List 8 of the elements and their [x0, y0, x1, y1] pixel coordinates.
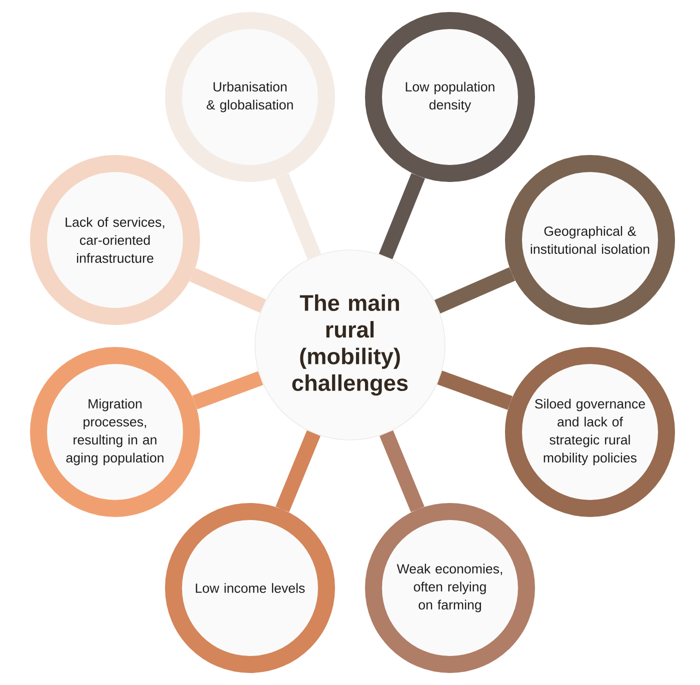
connector: [190, 268, 266, 313]
connector: [192, 371, 264, 410]
connector: [378, 173, 426, 260]
connector: [437, 370, 513, 410]
connector: [274, 173, 322, 260]
connector: [276, 430, 320, 512]
connector: [380, 430, 424, 512]
connector: [434, 267, 516, 314]
